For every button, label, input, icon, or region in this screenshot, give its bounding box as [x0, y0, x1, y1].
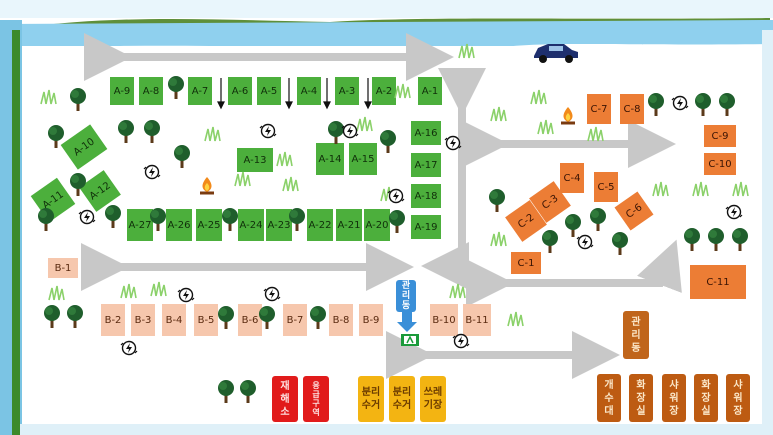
- shower-1[interactable]: 샤 워 장: [662, 374, 686, 422]
- site-a27[interactable]: A-27: [127, 209, 153, 241]
- site-c8[interactable]: C-8: [620, 94, 644, 124]
- site-a13[interactable]: A-13: [237, 148, 273, 172]
- office-center[interactable]: 관 리 동: [396, 280, 416, 312]
- site-a19[interactable]: A-19: [411, 215, 441, 239]
- site-b9[interactable]: B-9: [359, 304, 383, 336]
- site-a22[interactable]: A-22: [307, 209, 333, 241]
- site-b11[interactable]: B-11: [463, 304, 491, 336]
- site-c9[interactable]: C-9: [704, 125, 736, 147]
- down-arrow-icon: [285, 101, 293, 110]
- site-c1[interactable]: C-1: [511, 252, 541, 274]
- down-arrow-icon: [323, 101, 331, 110]
- down-arrow-icon: [364, 101, 372, 110]
- site-a8[interactable]: A-8: [139, 77, 163, 105]
- toilet-2[interactable]: 화 장 실: [694, 374, 718, 422]
- site-b3[interactable]: B-3: [131, 304, 155, 336]
- site-b8[interactable]: B-8: [329, 304, 353, 336]
- red-facility-2[interactable]: 응 급 구 역: [303, 376, 329, 422]
- site-a3[interactable]: A-3: [335, 77, 359, 105]
- recycle-1[interactable]: 분리 수거: [358, 376, 384, 422]
- right-water: [762, 30, 773, 430]
- site-a23[interactable]: A-23: [266, 209, 292, 241]
- site-a26[interactable]: A-26: [166, 209, 192, 241]
- site-b7[interactable]: B-7: [283, 304, 307, 336]
- down-arrow-icon: [217, 101, 225, 110]
- exit-sign-icon: [401, 334, 419, 346]
- toilet-1[interactable]: 화 장 실: [629, 374, 653, 422]
- left-bank: [12, 30, 20, 435]
- car-icon: [534, 44, 578, 63]
- site-a16[interactable]: A-16: [411, 121, 441, 145]
- site-c10[interactable]: C-10: [704, 153, 736, 175]
- site-a14[interactable]: A-14: [316, 143, 344, 175]
- site-c4[interactable]: C-4: [560, 163, 584, 193]
- shower-2[interactable]: 샤 워 장: [726, 374, 750, 422]
- site-a17[interactable]: A-17: [411, 153, 441, 177]
- site-b2[interactable]: B-2: [101, 304, 125, 336]
- site-a24[interactable]: A-24: [238, 209, 264, 241]
- site-b1[interactable]: B-1: [48, 258, 78, 278]
- site-a6[interactable]: A-6: [228, 77, 252, 105]
- site-c7[interactable]: C-7: [587, 94, 611, 124]
- office-right[interactable]: 관 리 동: [623, 311, 649, 359]
- sink[interactable]: 개 수 대: [597, 374, 621, 422]
- sky: [0, 0, 773, 18]
- site-a25[interactable]: A-25: [196, 209, 222, 241]
- site-a21[interactable]: A-21: [336, 209, 362, 241]
- site-a20[interactable]: A-20: [364, 209, 390, 241]
- site-b10[interactable]: B-10: [430, 304, 458, 336]
- site-c5[interactable]: C-5: [594, 172, 618, 202]
- site-b5[interactable]: B-5: [194, 304, 218, 336]
- trash-area[interactable]: 쓰레 기장: [420, 376, 446, 422]
- site-b6[interactable]: B-6: [238, 304, 262, 336]
- site-a1[interactable]: A-1: [418, 77, 442, 105]
- site-a4[interactable]: A-4: [297, 77, 321, 105]
- site-a7[interactable]: A-7: [188, 77, 212, 105]
- site-a15[interactable]: A-15: [349, 143, 377, 175]
- road-arrow-icon: [466, 239, 682, 307]
- site-b4[interactable]: B-4: [162, 304, 186, 336]
- recycle-2[interactable]: 분리 수거: [389, 376, 415, 422]
- red-facility-1[interactable]: 재 해 소: [272, 376, 298, 422]
- site-a5[interactable]: A-5: [257, 77, 281, 105]
- site-a18[interactable]: A-18: [411, 184, 441, 208]
- bottom-water: [20, 424, 773, 435]
- down-arrow-icon: [397, 312, 417, 332]
- site-c11[interactable]: C-11: [690, 265, 746, 299]
- site-a9[interactable]: A-9: [110, 77, 134, 105]
- site-a2[interactable]: A-2: [372, 77, 396, 105]
